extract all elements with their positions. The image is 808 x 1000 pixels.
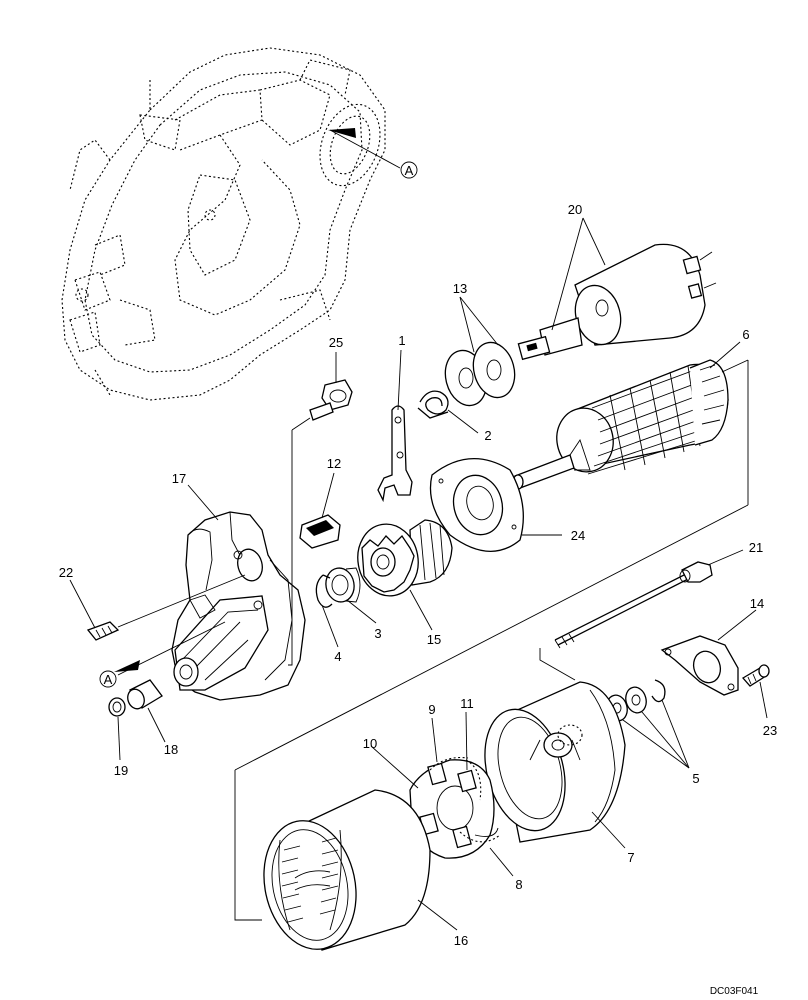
snap-ring — [315, 574, 333, 608]
bushing — [127, 679, 163, 710]
callout-7: 7 — [627, 850, 634, 865]
callout-14: 14 — [750, 596, 764, 611]
shift-lever — [377, 405, 413, 503]
end-cover — [484, 681, 626, 843]
callout-24: 24 — [571, 528, 585, 543]
rear-bracket — [660, 635, 739, 696]
callouts: 1 2 3 4 5 6 7 8 9 10 11 12 13 14 15 16 1… — [59, 202, 777, 948]
callout-20: 20 — [568, 202, 582, 217]
callout-16: 16 — [454, 933, 468, 948]
screw-23 — [741, 664, 770, 687]
flywheel-housing — [61, 47, 386, 401]
callout-4: 4 — [334, 649, 341, 664]
callout-19: 19 — [114, 763, 128, 778]
assembly-lines — [234, 359, 749, 921]
reference-label-top: A — [405, 163, 414, 178]
reference-label-bottom: A — [104, 672, 113, 687]
callout-11: 11 — [460, 696, 474, 711]
bolt-22 — [86, 574, 246, 641]
callout-17: 17 — [172, 471, 186, 486]
callout-9: 9 — [428, 702, 435, 717]
callout-18: 18 — [164, 742, 178, 757]
reference-mark-bottom: A — [99, 621, 226, 688]
solenoid-switch — [517, 243, 717, 361]
callout-21: 21 — [749, 540, 763, 555]
reference-mark-top: A — [328, 128, 418, 179]
through-bolt — [554, 561, 713, 649]
callout-23: 23 — [763, 723, 777, 738]
callout-22: 22 — [59, 565, 73, 580]
callout-13: 13 — [453, 281, 467, 296]
callout-1: 1 — [398, 333, 405, 348]
spring-clip — [417, 390, 449, 419]
callout-15: 15 — [427, 632, 441, 647]
brush-holder — [409, 756, 501, 859]
bearing — [325, 567, 361, 603]
pinion-clutch — [357, 519, 453, 597]
callout-3: 3 — [374, 626, 381, 641]
callout-8: 8 — [515, 877, 522, 892]
bolt-25 — [309, 379, 353, 421]
gaskets — [444, 341, 516, 407]
armature — [512, 359, 729, 490]
callout-6: 6 — [742, 327, 749, 342]
leader-lines — [69, 217, 768, 931]
dust-seal — [108, 697, 126, 717]
drawing-code: DC03F041 — [710, 986, 759, 997]
yoke — [263, 789, 431, 951]
callout-25: 25 — [329, 335, 343, 350]
callout-12: 12 — [327, 456, 341, 471]
callout-2: 2 — [484, 428, 491, 443]
center-plate — [429, 458, 524, 552]
callout-10: 10 — [363, 736, 377, 751]
callout-5: 5 — [692, 771, 699, 786]
brush — [299, 514, 341, 549]
drive-housing — [171, 511, 306, 701]
